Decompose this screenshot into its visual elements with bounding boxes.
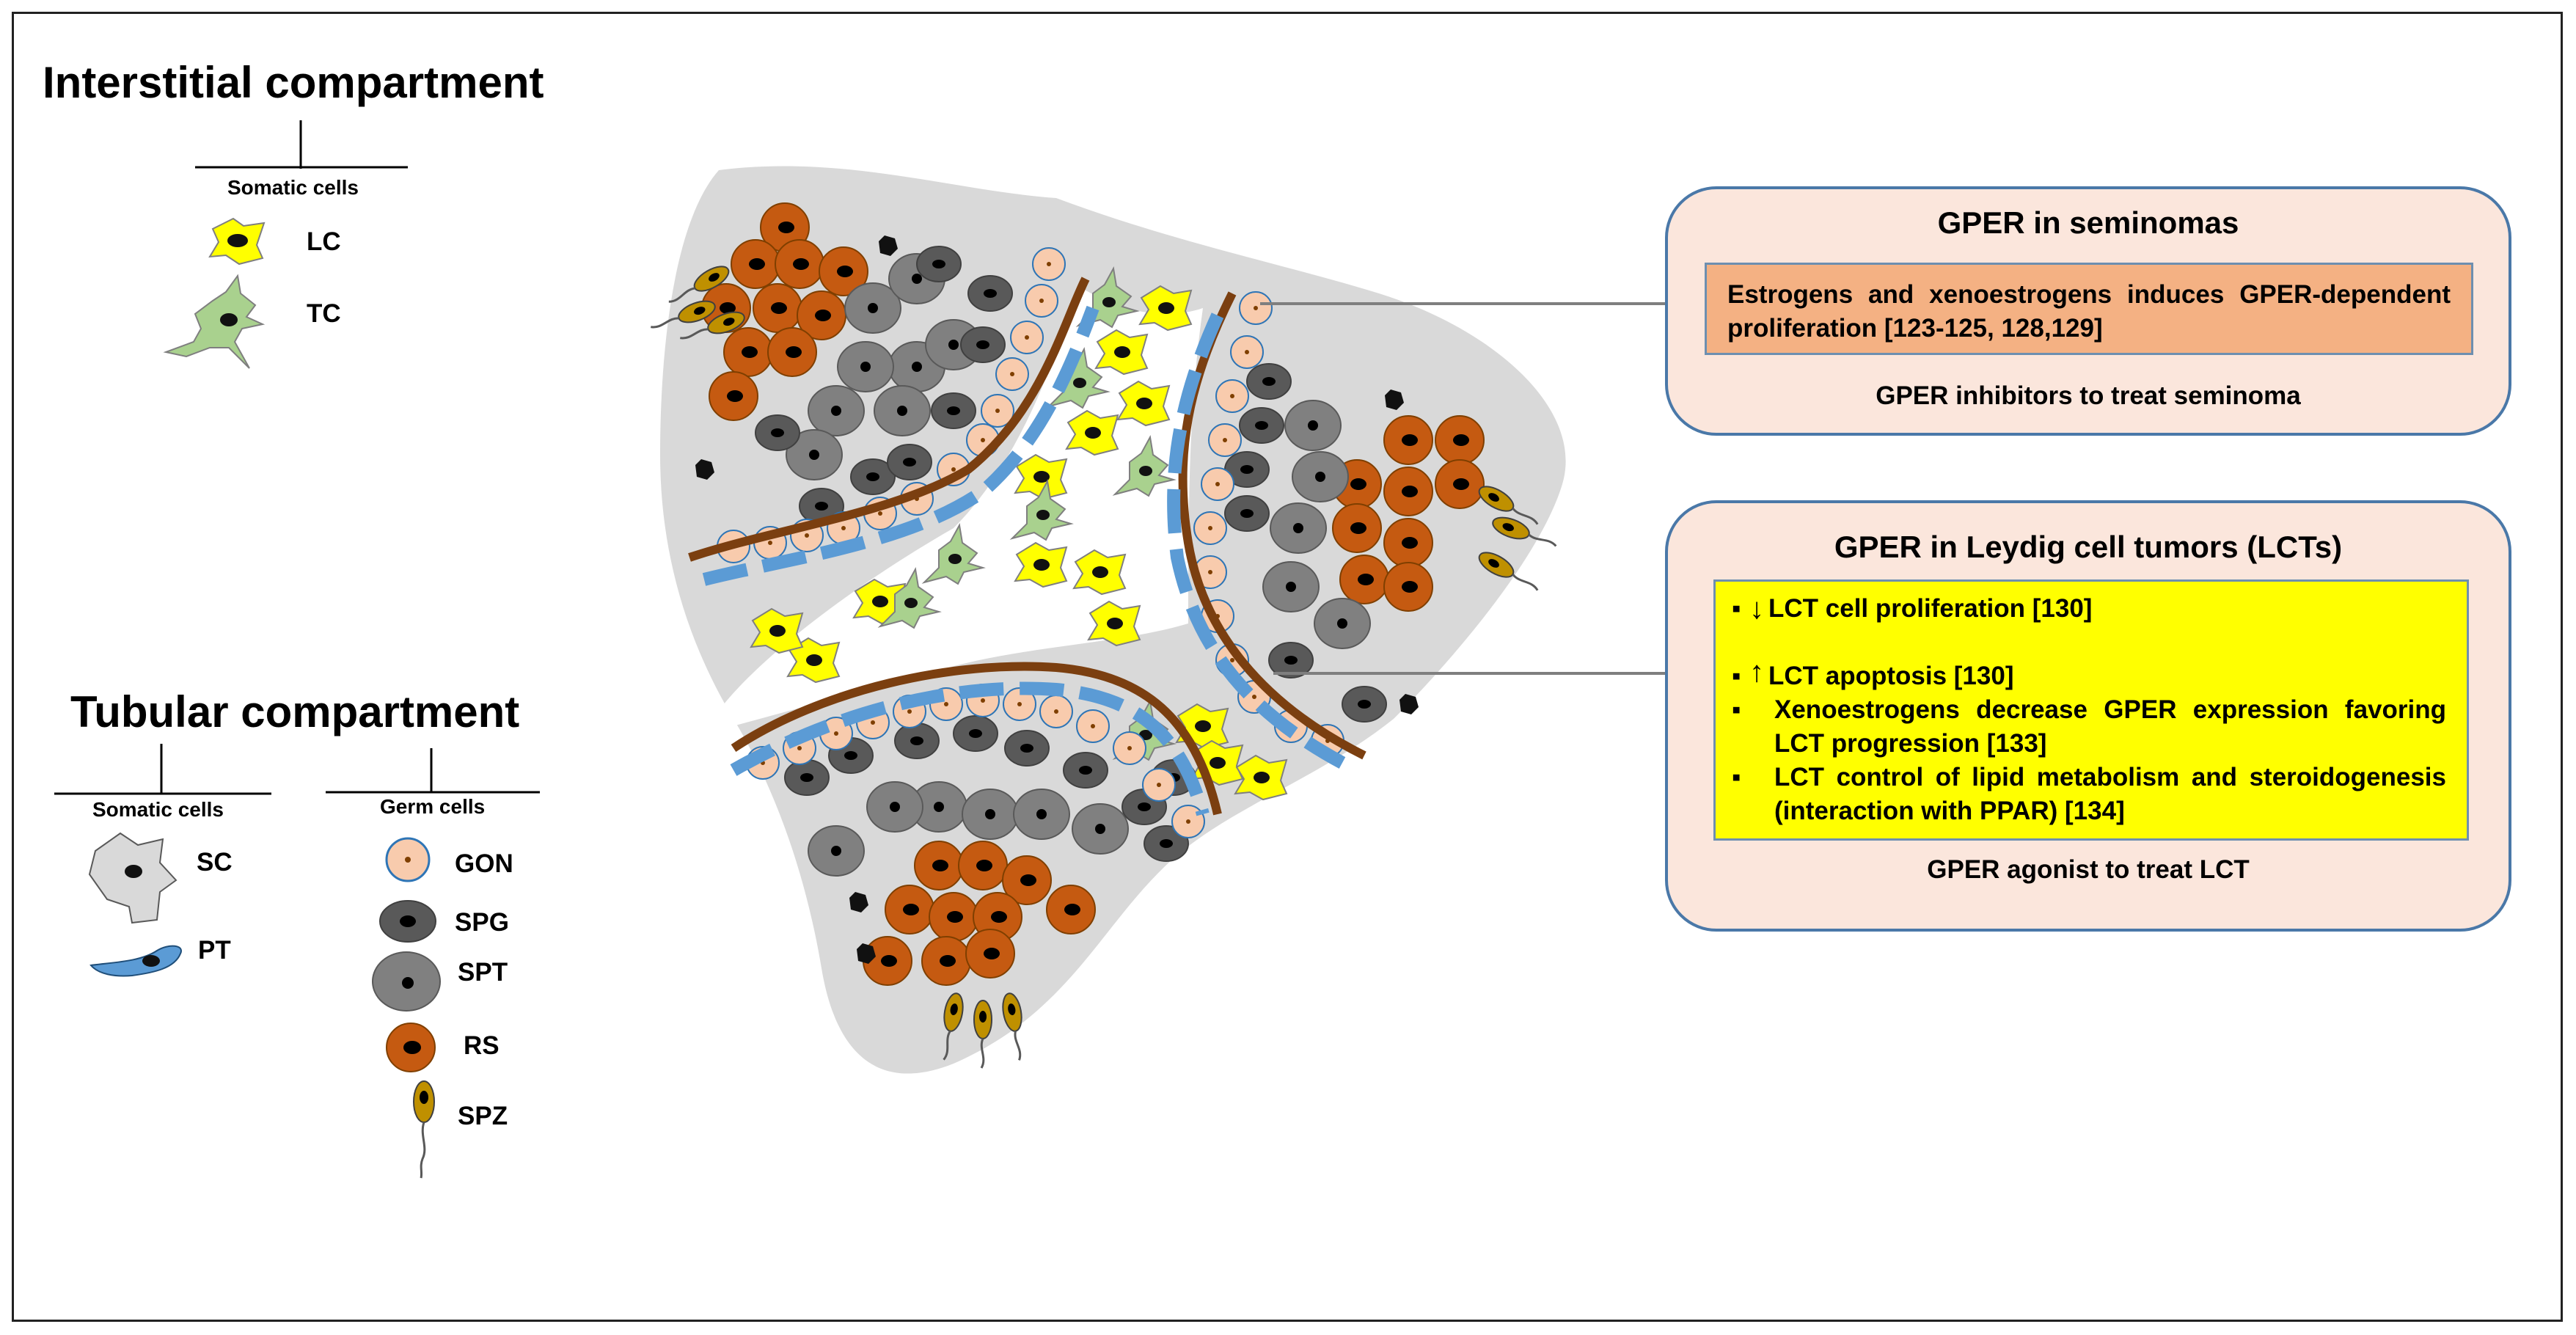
sertoli-nucleus [1385,389,1404,410]
lct-box: GPER in Leydig cell tumors (LCTs) ▪ ↓ LC… [1665,500,2511,932]
interstitial-bracket [195,120,408,169]
lct-item-text: Xenoestrogens decrease GPER expression f… [1774,695,2446,758]
tc-label: TC [307,299,341,328]
up-arrow-icon: ↑ [1749,656,1764,688]
peritubular-cell-icon [89,945,182,977]
tubular-germ-label: Germ cells [380,795,486,818]
lct-item-lipid: ▪ LCT control of lipid metabolism and st… [1716,761,2467,828]
lct-item-text: LCT control of lipid metabolism and ster… [1774,763,2446,825]
bullet-icon: ▪ [1732,695,1741,724]
interstitial-somatic-label: Somatic cells [227,176,359,199]
spermatozoon-cell [680,311,745,340]
telocyte-icon [163,274,266,369]
bullet-icon: ▪ [1732,763,1741,791]
peritubular-cells-bottom [730,681,1210,816]
lct-box-footer: GPER agonist to treat LCT [1927,855,2250,884]
lct-box-content: ▪ ↓ LCT cell proliferation [130] ▪ ↑ LCT… [1713,579,2469,841]
spz-label: SPZ [458,1102,508,1130]
seminoma-box-footer: GPER inhibitors to treat seminoma [1876,381,2301,410]
gon-label: GON [455,849,513,878]
bullet-icon: ▪ [1732,594,1741,623]
sertoli-nucleus [857,943,876,964]
spg-label: SPG [455,908,509,937]
sertoli-cell-icon [88,832,178,924]
tubular-somatic-label: Somatic cells [92,798,224,821]
bullet-icon: ▪ [1732,662,1741,690]
seminoma-box-content: Estrogens and xenoestrogens induces GPER… [1705,263,2473,355]
spermatocyte-icon [372,951,441,1012]
leydig-cell-icon [208,217,266,266]
rs-label: RS [464,1031,500,1060]
gonocyte-icon [385,837,431,882]
spermatozoon-cell [651,300,716,329]
lct-item-proliferation: ▪ ↓ LCT cell proliferation [130] [1716,592,2467,629]
lc-label: LC [307,227,341,256]
spermatozoon-cell [973,1000,992,1069]
down-arrow-icon: ↓ [1749,593,1764,625]
sertoli-nucleus [879,235,898,256]
spermatozoa-icon [413,1080,435,1179]
spermatozoon-cell [668,266,730,303]
figure-frame [12,12,2563,1322]
lct-item-apoptosis: ▪ ↑ LCT apoptosis [130] [1716,656,2467,696]
peritubular-cells-left [702,305,1099,586]
spermatozoon-cell [1478,552,1539,591]
sertoli-nucleus [849,892,868,912]
tubular-germ-bracket [326,748,540,794]
tubular-somatic-bracket [54,744,271,795]
spermatozoon-cell [1002,992,1022,1061]
sertoli-nucleus [695,459,714,480]
basement-membrane-bottom [731,662,1222,816]
spermatogonia-icon [379,900,436,943]
round-spermatid-icon [386,1023,436,1072]
lct-item-text: LCT apoptosis [130] [1768,662,2014,690]
lct-item-xenoestrogens: ▪ Xenoestrogens decrease GPER expression… [1716,693,2467,761]
pt-label: PT [198,936,231,965]
peritubular-cells-right [1167,312,1346,769]
seminoma-box: GPER in seminomas Estrogens and xenoestr… [1665,186,2511,436]
sertoli-nucleus [1399,694,1419,714]
sc-label: SC [197,848,233,877]
spermatozoon-cell [1478,486,1539,525]
basement-membrane-left [688,277,1090,562]
lct-item-text: LCT cell proliferation [130] [1768,594,2093,623]
spt-label: SPT [458,958,508,987]
seminoma-box-title: GPER in seminomas [1937,205,2239,240]
spermatozoon-cell [1492,516,1557,547]
interstitial-title: Interstitial compartment [43,58,544,107]
tubular-title: Tubular compartment [70,687,520,736]
lct-box-title: GPER in Leydig cell tumors (LCTs) [1834,530,2343,564]
spermatozoon-cell [943,992,964,1061]
